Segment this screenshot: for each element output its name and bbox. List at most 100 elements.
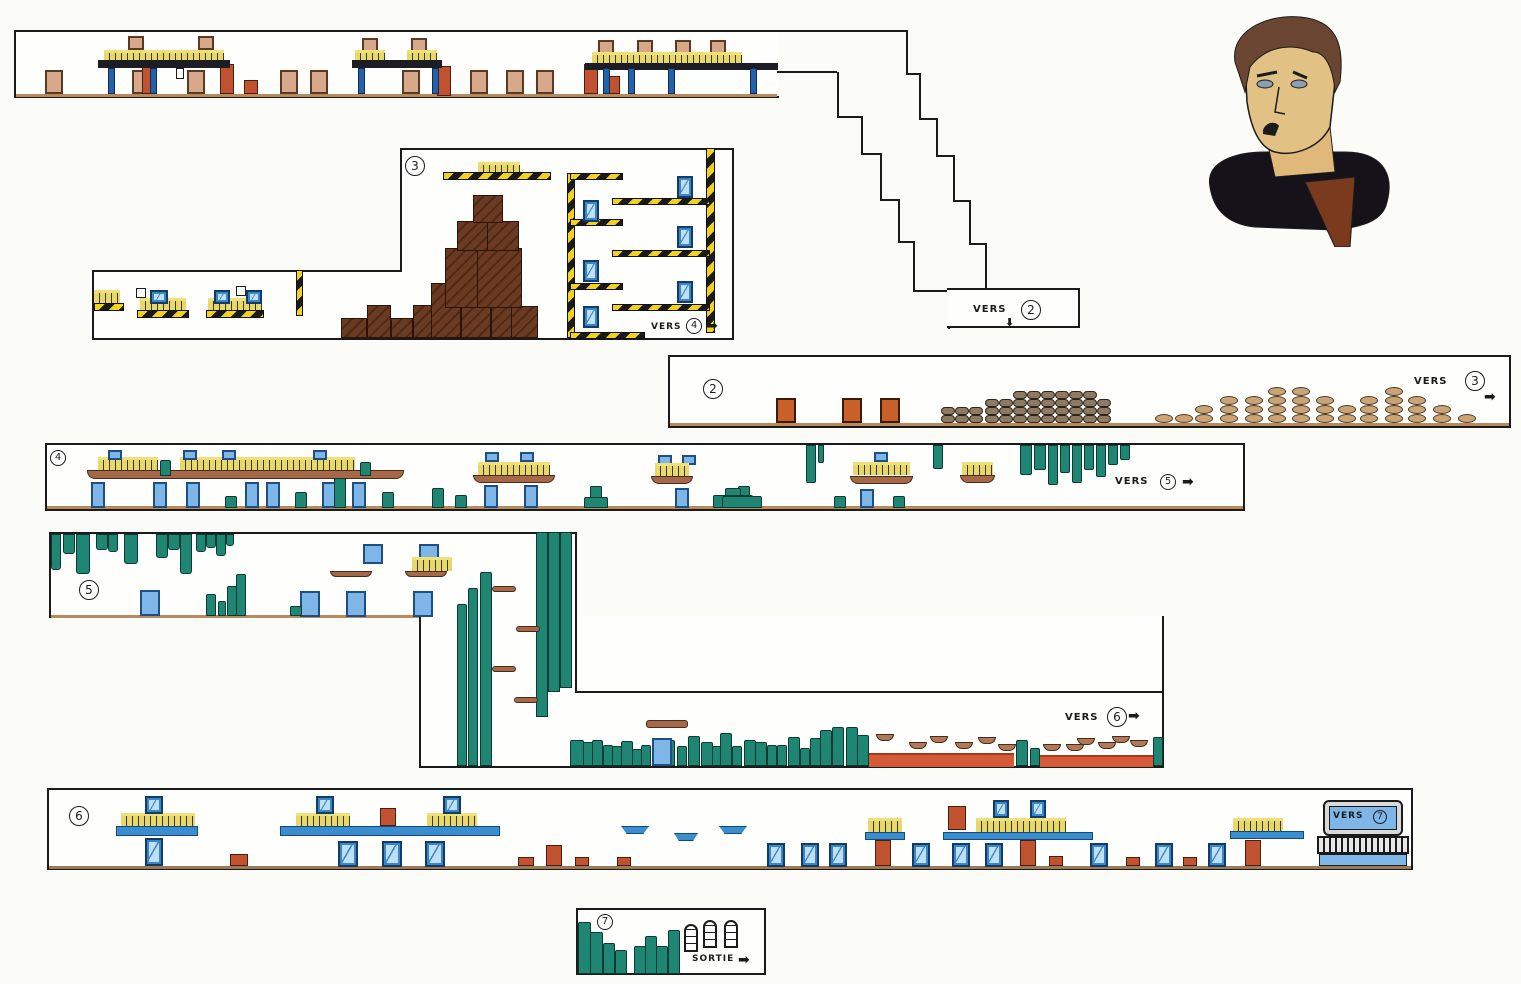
- roof: [352, 60, 442, 68]
- balcony-rail: [592, 52, 742, 64]
- stone: [985, 415, 999, 423]
- terminal-display: [1329, 806, 1397, 830]
- teal-block: [382, 492, 394, 508]
- teal-stalactite: [156, 534, 168, 558]
- stair-line: [913, 241, 915, 292]
- rock: [1245, 414, 1263, 423]
- balcony-rail: [976, 818, 1066, 832]
- teal-column: [560, 532, 572, 688]
- level-1-exit-line: [777, 71, 837, 73]
- stair-line: [880, 199, 898, 201]
- teal-column: [1016, 740, 1028, 766]
- rock: [1268, 414, 1286, 423]
- door-top: [485, 452, 499, 462]
- rock: [1220, 396, 1238, 405]
- rock: [1408, 405, 1426, 414]
- crate: [473, 195, 503, 223]
- teal-column: [570, 740, 584, 766]
- teal-stalactite: [1108, 445, 1118, 465]
- barrel: [230, 854, 248, 866]
- door: [413, 591, 433, 617]
- teal-column: [468, 588, 478, 766]
- arched-window: [684, 924, 698, 952]
- terminal-screen-icon[interactable]: VERS 7: [1315, 800, 1411, 866]
- blue-platform: [943, 832, 1093, 840]
- teal-column: [767, 745, 777, 766]
- rock: [1292, 414, 1310, 423]
- teal-stalactite: [51, 534, 61, 570]
- ledge: [405, 571, 447, 577]
- window: [985, 843, 1003, 867]
- level-4-exit-label: VERS: [1115, 476, 1149, 487]
- stone: [1097, 407, 1111, 415]
- door: [346, 591, 366, 617]
- level-4-exit-target: 5: [1160, 474, 1176, 490]
- stone: [985, 399, 999, 407]
- teal-column: [590, 932, 603, 974]
- portrait-mouth: [1263, 122, 1279, 136]
- level-7-exit-label: SORTIE: [692, 954, 735, 964]
- door: [470, 70, 488, 94]
- window: [677, 176, 693, 198]
- hazard-beam: [612, 198, 710, 205]
- rock: [1316, 414, 1334, 423]
- portrait-strap: [1304, 176, 1356, 247]
- teal-column: [857, 735, 869, 766]
- rock: [1268, 387, 1286, 396]
- door: [536, 70, 554, 94]
- barrel-stack: [875, 840, 891, 866]
- teal-block: [584, 497, 608, 508]
- stair-line: [837, 116, 861, 118]
- door: [266, 482, 280, 508]
- window: [1155, 843, 1173, 867]
- balcony-rail: [427, 813, 477, 826]
- balcony-rail: [407, 50, 437, 60]
- stone: [1055, 399, 1069, 407]
- teal-stalactite: [1120, 445, 1130, 460]
- barrel: [575, 857, 589, 866]
- teal-stalactite: [76, 534, 90, 574]
- rock: [1292, 396, 1310, 405]
- crate: [487, 221, 519, 251]
- rail: [94, 290, 120, 303]
- door: [506, 70, 524, 94]
- stair-line: [898, 241, 913, 243]
- level-3-ledge-line: [92, 270, 402, 272]
- crate: [391, 318, 413, 338]
- ledge: [514, 697, 538, 703]
- window: [677, 226, 693, 248]
- rock: [1338, 405, 1356, 414]
- door: [300, 591, 320, 617]
- teal-column: [480, 572, 492, 766]
- window: [583, 306, 599, 328]
- stone: [969, 415, 983, 423]
- stair-line: [919, 73, 921, 120]
- teal-stalactite: [108, 534, 118, 552]
- pillar: [668, 68, 675, 94]
- door-top: [222, 450, 236, 460]
- character-portrait: [1209, 16, 1390, 247]
- teal-stalactite: [1096, 445, 1106, 477]
- door: [880, 398, 900, 423]
- stair-line: [985, 243, 987, 290]
- white-block: [136, 288, 146, 298]
- teal-stalactite: [196, 534, 206, 552]
- level-4-number: 4: [50, 450, 66, 466]
- portrait-eye-left: [1256, 79, 1274, 89]
- stair-line: [837, 72, 839, 118]
- barrel: [1126, 857, 1140, 866]
- teal-stalactite: [806, 445, 816, 483]
- rock: [1385, 387, 1403, 396]
- level-6-ground: [49, 866, 1411, 869]
- right-arrow-icon: ➡: [1484, 389, 1496, 405]
- teal-block: [834, 496, 846, 508]
- stone: [1027, 415, 1041, 423]
- portrait-nose: [1274, 86, 1286, 115]
- teal-stalactite: [180, 534, 192, 574]
- teal-column: [677, 746, 687, 766]
- teal-column: [536, 532, 548, 717]
- hazard-beam: [612, 250, 710, 257]
- teal-column: [732, 746, 742, 766]
- door: [186, 482, 200, 508]
- window: [677, 281, 693, 303]
